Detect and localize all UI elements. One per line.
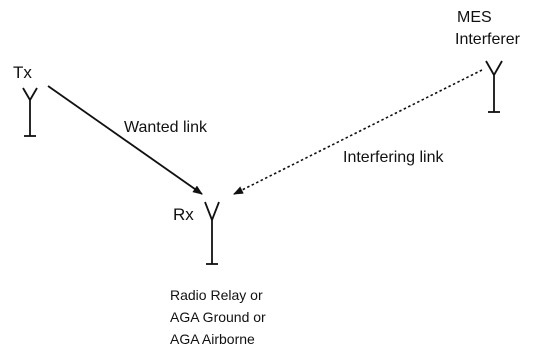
rx-antenna-icon — [204, 201, 220, 265]
interfering-link-label: Interfering link — [343, 149, 444, 166]
interfering-link-arrow — [233, 69, 483, 195]
mes-label-line-1: MES — [457, 9, 492, 26]
tx-antenna-icon — [22, 87, 38, 137]
receiver-type-line-1: Radio Relay or — [170, 287, 263, 303]
wanted-link-arrow — [47, 85, 203, 195]
tx-label: Tx — [13, 63, 32, 82]
wanted-link-label: Wanted link — [124, 119, 208, 136]
rx-label: Rx — [173, 205, 194, 224]
receiver-type-line-3: AGA Airborne — [170, 331, 255, 347]
receiver-type-line-2: AGA Ground or — [170, 309, 266, 325]
mes-label-line-2: Interferer — [455, 31, 521, 48]
mes-antenna-icon — [485, 60, 503, 113]
